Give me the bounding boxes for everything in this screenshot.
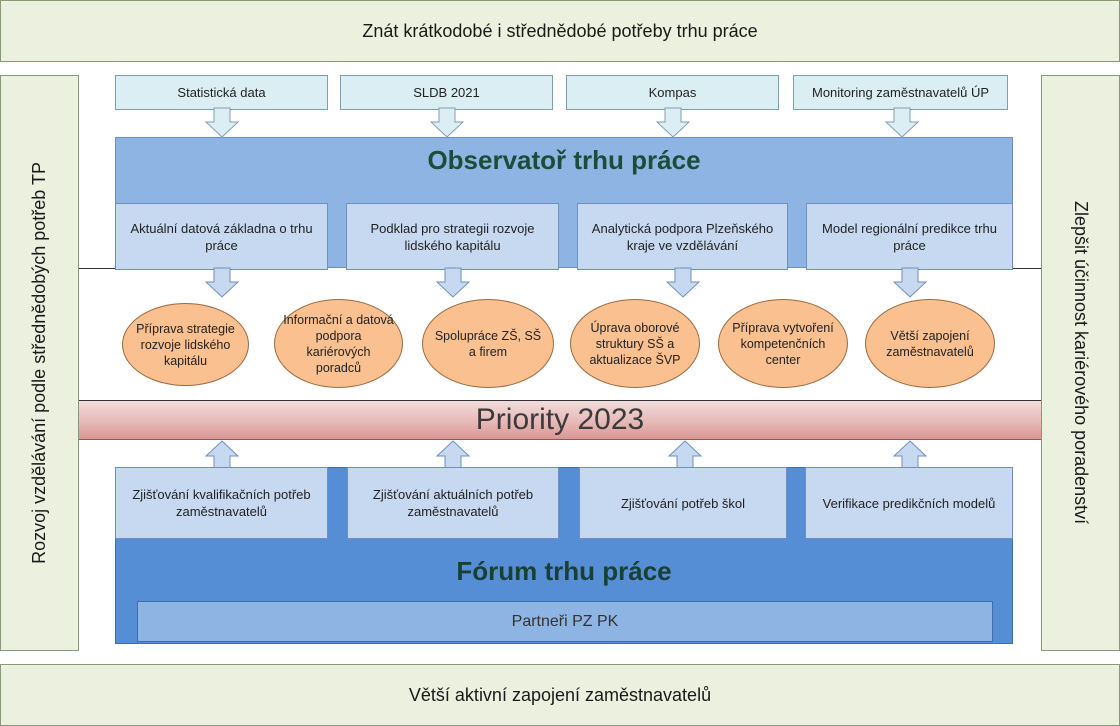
forum-input: Zjišťování kvalifikačních potřeb zaměstn…	[115, 467, 328, 539]
priority-band: Priority 2023	[79, 400, 1041, 440]
down-arrow-icon	[429, 107, 465, 138]
priority-oval: Příprava vytvoření kompetenčních center	[718, 299, 848, 388]
source-label: Statistická data	[177, 85, 266, 100]
up-arrow-icon	[892, 440, 928, 470]
top-banner: Znát krátkodobé i střednědobé potřeby tr…	[0, 0, 1120, 62]
right-banner: Zlepšit účinnost kariérového poradenství	[1041, 75, 1120, 651]
output-label: Model regionální predikce trhu práce	[822, 220, 997, 253]
forum-input: Verifikace predikčních modelů	[805, 467, 1013, 539]
oval-label: Větší zapojení zaměstnavatelů	[886, 328, 974, 359]
output-label: Analytická podpora Plzeňského kraje ve v…	[591, 220, 774, 253]
oval-label: Informační a datová podpora kariérových …	[283, 312, 394, 375]
input-label: Verifikace predikčních modelů	[822, 495, 996, 511]
output-label: Aktuální datová základna o trhu práce	[130, 220, 313, 253]
partners-label: Partneři PZ PK	[511, 612, 619, 630]
source-label: SLDB 2021	[413, 85, 480, 100]
down-arrow-icon	[655, 107, 691, 138]
observatory-output: Analytická podpora Plzeňského kraje ve v…	[577, 203, 788, 270]
down-arrow-icon	[204, 267, 240, 298]
priority-oval: Větší zapojení zaměstnavatelů	[865, 299, 995, 388]
source-box: SLDB 2021	[340, 75, 553, 110]
separator-left	[79, 268, 115, 269]
top-banner-text: Znát krátkodobé i střednědobé potřeby tr…	[362, 20, 758, 41]
observatory-output: Podklad pro strategii rozvoje lidského k…	[346, 203, 559, 270]
input-label: Zjišťování kvalifikačních potřeb zaměstn…	[132, 487, 311, 519]
forum-input: Zjišťování aktuálních potřeb zaměstnavat…	[347, 467, 559, 539]
bottom-banner-text: Větší aktivní zapojení zaměstnavatelů	[408, 684, 712, 705]
output-label: Podklad pro strategii rozvoje lidského k…	[370, 220, 535, 253]
observatory-title: Observatoř trhu práce	[427, 144, 701, 175]
source-box: Monitoring zaměstnavatelů ÚP	[793, 75, 1008, 110]
bottom-banner: Větší aktivní zapojení zaměstnavatelů	[0, 664, 1120, 726]
down-arrow-icon	[204, 107, 240, 138]
observatory-output: Aktuální datová základna o trhu práce	[115, 203, 328, 270]
input-label: Zjišťování potřeb škol	[620, 495, 746, 511]
priority-label: Priority 2023	[475, 403, 645, 436]
down-arrow-icon	[884, 107, 920, 138]
left-banner: Rozvoj vzdělávání podle střednědobých po…	[0, 75, 79, 651]
forum-title: Fórum trhu práce	[456, 555, 672, 586]
source-label: Monitoring zaměstnavatelů ÚP	[811, 85, 990, 100]
source-box: Statistická data	[115, 75, 328, 110]
priority-oval: Spolupráce ZŠ, SŠ a firem	[422, 299, 554, 388]
source-label: Kompas	[648, 85, 697, 100]
priority-oval: Příprava strategie rozvoje lidského kapi…	[122, 303, 249, 386]
source-box: Kompas	[566, 75, 779, 110]
up-arrow-icon	[667, 440, 703, 470]
down-arrow-icon	[435, 267, 471, 298]
oval-label: Příprava vytvoření kompetenčních center	[732, 320, 834, 367]
down-arrow-icon	[665, 267, 701, 298]
priority-oval: Informační a datová podpora kariérových …	[274, 299, 403, 388]
up-arrow-icon	[435, 440, 471, 470]
up-arrow-icon	[204, 440, 240, 470]
oval-label: Příprava strategie rozvoje lidského kapi…	[136, 321, 235, 368]
right-banner-text: Zlepšit účinnost kariérového poradenství	[1071, 201, 1091, 525]
oval-label: Spolupráce ZŠ, SŠ a firem	[434, 328, 542, 359]
separator-right	[1013, 268, 1041, 269]
partners-box: Partneři PZ PK	[137, 601, 993, 642]
forum-input: Zjišťování potřeb škol	[579, 467, 787, 539]
input-label: Zjišťování aktuálních potřeb zaměstnavat…	[372, 487, 534, 519]
oval-label: Úprava oborové struktury SŠ a aktualizac…	[589, 320, 681, 367]
down-arrow-icon	[892, 267, 928, 298]
left-banner-text: Rozvoj vzdělávání podle střednědobých po…	[29, 162, 49, 564]
observatory-output: Model regionální predikce trhu práce	[806, 203, 1013, 270]
priority-oval: Úprava oborové struktury SŠ a aktualizac…	[570, 299, 700, 388]
